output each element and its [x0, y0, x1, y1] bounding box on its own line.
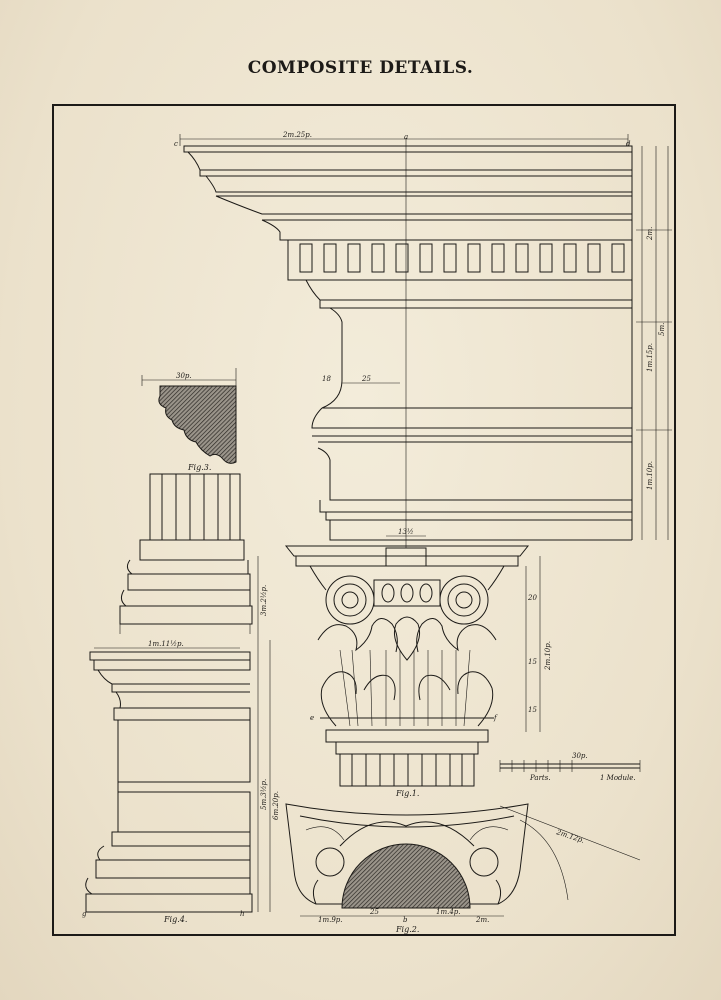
dentil-row: [299, 243, 625, 273]
diag-label: 2m.12p.: [554, 828, 585, 845]
left-width-label: 1m.11½p.: [148, 640, 184, 648]
letter-g: g: [82, 910, 87, 918]
letter-b: b: [403, 916, 408, 924]
fig1-capital: 13½: [284, 528, 552, 798]
base-width-right-label: 1m.4p.: [436, 908, 460, 916]
plate-border: [52, 104, 676, 936]
cap-15b-label: 15: [528, 706, 537, 714]
right-5m-label: 5m.: [658, 323, 666, 336]
fig3-label: Fig.3.: [187, 463, 211, 472]
left-5m-label: 5m.3½p.: [260, 779, 268, 810]
letter-f: f: [493, 714, 498, 722]
fig3-width-label: 30p.: [176, 372, 192, 380]
right-1m15-label: 1m.15p.: [646, 343, 654, 372]
left-6m-label: 6m.20p.: [272, 791, 280, 820]
base-width-mid-label: 25: [369, 908, 379, 916]
right-2m-label: 2m.: [646, 227, 654, 241]
letter-h: h: [240, 910, 245, 918]
dim-18-label: 18: [322, 375, 331, 383]
fig4-label: Fig.4.: [163, 915, 187, 924]
fig1-label: Fig.1.: [395, 789, 419, 798]
fig3-fragment: 30p. Fig.3.: [141, 368, 237, 472]
cap-top-label: 13½: [398, 528, 414, 536]
letter-c: c: [174, 140, 178, 148]
scale-top-label: 30p.: [572, 752, 588, 760]
page-title: COMPOSITE DETAILS.: [247, 58, 474, 78]
scale-parts-label: Parts.: [529, 774, 551, 782]
fig2-plan: 2m.12p. 1m.9p. 25 1m.4p. 2m. b Fig.2.: [285, 803, 641, 934]
scale-bar: 30p. Parts. 1 Module.: [499, 752, 641, 782]
letter-a: a: [404, 133, 408, 141]
cap-2m10-label: 2m.10p.: [544, 641, 552, 671]
entablature-width-label: 2m.25p.: [282, 131, 312, 139]
entablature: 2m.25p. c a d: [174, 131, 672, 548]
letter-d: d: [626, 140, 631, 148]
base-width-end-label: 2m.: [475, 916, 489, 924]
cap-15a-label: 15: [528, 658, 537, 666]
base-3m-label: 3m.2½p.: [260, 585, 268, 616]
fig2-label: Fig.2.: [395, 925, 419, 934]
scale-module-label: 1 Module.: [600, 774, 636, 782]
dim-25-label: 25: [361, 375, 371, 383]
cap-20-label: 20: [527, 594, 537, 602]
fig4-pedestal: 1m.11½p. g h Fig.4. 5m.3½p. 6m.20p. 3m.2…: [82, 473, 280, 924]
letter-e: e: [310, 714, 314, 722]
right-1m10-label: 1m.10p.: [646, 461, 654, 490]
base-width-left-label: 1m.9p.: [318, 916, 342, 924]
